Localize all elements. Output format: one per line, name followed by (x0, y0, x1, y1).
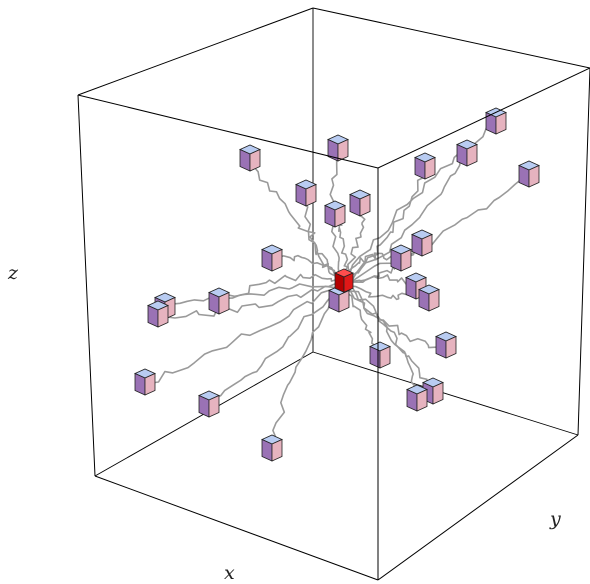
y-axis-label: y (550, 508, 561, 530)
walker-cube-7-right (528, 164, 540, 188)
walker-cube-13-right (157, 304, 169, 328)
box-back-edges (94, 8, 579, 477)
walker-cube-3-right (334, 204, 346, 228)
center-cube-right (343, 272, 354, 293)
walker-cube-24 (349, 189, 371, 217)
walker-cube-6 (485, 107, 507, 135)
walker-cube-9 (411, 229, 433, 257)
walker-cube-1 (327, 134, 349, 162)
center-cube (334, 268, 354, 293)
walker-cube-0-right (249, 148, 261, 172)
trajectory-path-8 (271, 254, 345, 283)
walker-cube-18-right (144, 372, 156, 396)
walker-cube-23 (418, 284, 440, 312)
walker-cube-17 (435, 331, 457, 359)
trajectory-path-5 (343, 154, 468, 283)
walker-cube-21-right (416, 388, 428, 412)
walker-cube-3 (324, 200, 346, 228)
trajectory-path-21 (343, 281, 419, 401)
walker-cube-24-right (359, 193, 371, 217)
walker-cube-0 (239, 144, 261, 172)
walker-cube-11-right (218, 291, 230, 315)
walker-cube-10 (390, 244, 412, 272)
walker-cube-5-right (466, 143, 478, 167)
walker-cube-7 (518, 160, 540, 188)
trajectory-path-19 (208, 281, 345, 407)
trajectory-path-2 (302, 194, 345, 283)
box-edge-front-8 (377, 434, 579, 581)
walker-cube-5 (456, 139, 478, 167)
walker-cube-19-right (208, 394, 220, 418)
box-edge-front-7 (94, 475, 379, 581)
box-edge-front-6 (577, 67, 590, 436)
walker-cube-8-right (271, 248, 283, 272)
walker-cube-8 (261, 244, 283, 272)
trajectory-path-12 (164, 281, 345, 309)
walker-cube-2 (295, 179, 317, 207)
walker-cube-17-right (445, 335, 457, 359)
walker-cube-11 (208, 287, 230, 315)
box-edge-front-0 (77, 7, 314, 96)
box-edge-front-3 (377, 67, 590, 169)
walker-cube-4-right (424, 156, 436, 180)
walker-cube-22-right (271, 438, 283, 462)
box-front-edges (77, 7, 590, 581)
walker-cube-23-right (428, 288, 440, 312)
box-edge-back-2 (312, 351, 579, 436)
walker-cube-20-right (432, 381, 444, 405)
walker-cube-16 (369, 341, 391, 369)
box-edge-front-2 (77, 94, 379, 169)
trajectory-path-20 (343, 281, 435, 394)
box-edge-front-4 (77, 94, 96, 477)
center-target-cube (334, 268, 354, 293)
walker-cube-16-right (379, 345, 391, 369)
walker-cubes (134, 107, 540, 462)
trajectory-path-4 (343, 167, 426, 283)
walker-cube-1-right (337, 138, 349, 162)
walker-cube-2-right (305, 183, 317, 207)
walker-cube-18 (134, 368, 156, 396)
trajectory-path-0 (249, 159, 345, 283)
trajectory-path-7 (343, 175, 530, 283)
walker-cube-22 (261, 434, 283, 462)
walker-cube-10-right (400, 248, 412, 272)
box-edge-front-1 (312, 7, 590, 69)
walker-cube-4 (414, 152, 436, 180)
walker-cube-14-right (338, 289, 350, 313)
walker-cube-6-right (495, 111, 507, 135)
walker-cube-9-right (421, 233, 433, 257)
trajectory-path-1 (329, 149, 345, 283)
trajectory-path-13 (157, 281, 345, 319)
trajectory-path-18 (144, 281, 345, 385)
walker-cube-13 (147, 300, 169, 328)
z-axis-label: z (8, 262, 19, 284)
walker-cube-21 (406, 384, 428, 412)
x-axis-label: x (224, 562, 235, 584)
walker-cube-19 (198, 390, 220, 418)
trajectory-path-11 (218, 273, 345, 304)
trajectory-path-17 (343, 281, 447, 349)
